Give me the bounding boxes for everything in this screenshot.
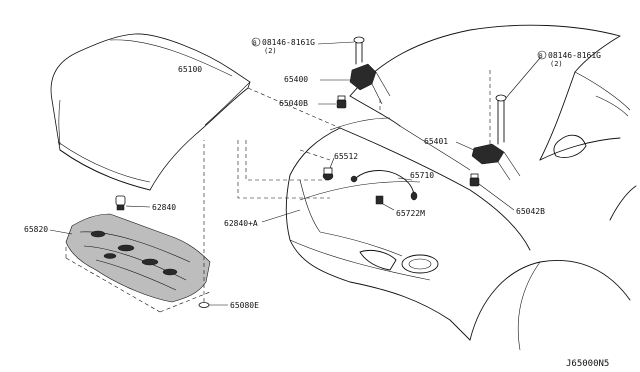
bolt-callout-rh: B 08146-8161G (2) xyxy=(537,50,601,68)
clip-part-number: 65080E xyxy=(230,301,259,310)
hinge-rh-part-number: 65401 xyxy=(424,137,448,146)
hood-insulator[interactable] xyxy=(65,213,211,303)
cable-clip-part-number: 65722M xyxy=(396,209,425,218)
hood-hinge-rh[interactable] xyxy=(471,94,521,181)
hood-panel[interactable] xyxy=(50,33,251,191)
bolt-rh-part-number: 08146-8161G xyxy=(548,51,601,60)
bolt-rh-quantity: (2) xyxy=(550,60,563,68)
bumper-rh-part-number: 65042B xyxy=(516,207,545,216)
hood-release-cable[interactable] xyxy=(350,170,418,201)
bolt-marker-lh: B xyxy=(253,40,257,47)
hood-stopper[interactable] xyxy=(115,195,126,211)
hood-hinge-lh[interactable] xyxy=(349,36,391,105)
insulator-part-number: 65820 xyxy=(24,225,48,234)
bumper-lh-part-number: 65040B xyxy=(279,99,308,108)
vehicle-body xyxy=(285,24,637,351)
insulator-clip[interactable] xyxy=(198,302,210,308)
stopper-a-part-number: 62840+A xyxy=(224,219,258,228)
release-handle-part-number: 65512 xyxy=(334,152,358,161)
hood-part-number: 65100 xyxy=(178,65,202,74)
bolt-lh-part-number: 08146-8161G xyxy=(262,38,315,47)
hood-bumper-lh[interactable] xyxy=(336,95,347,109)
diagram-code: J65000N5 xyxy=(566,359,609,369)
stopper-part-number: 62840 xyxy=(152,203,176,212)
bolt-marker-rh: B xyxy=(539,53,543,60)
bolt-callout-lh: B 08146-8161G (2) xyxy=(251,37,315,55)
hinge-lh-part-number: 65400 xyxy=(284,75,308,84)
hood-bumper-rh[interactable] xyxy=(469,173,480,187)
hood-release-handle[interactable] xyxy=(322,167,334,181)
release-cable-part-number: 65710 xyxy=(410,171,434,180)
bolt-lh-quantity: (2) xyxy=(264,47,277,55)
cable-clip[interactable] xyxy=(375,195,384,205)
